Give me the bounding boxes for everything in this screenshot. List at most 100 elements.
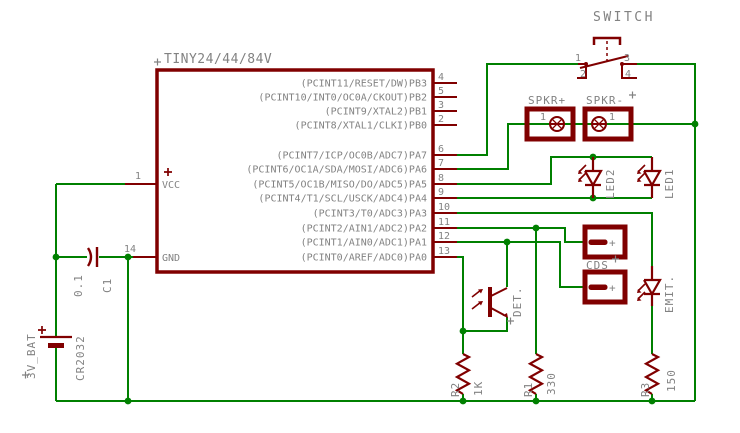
switch-pin-4: 4 — [625, 69, 631, 80]
battery-origin-cross-icon — [22, 371, 29, 379]
ic-pin-number: 3 — [438, 100, 444, 111]
emitter-led-component[interactable]: EMIT. — [637, 266, 676, 313]
capacitor-curved-plate-icon[interactable] — [86, 247, 93, 267]
ic-pin-number: 8 — [438, 173, 444, 184]
resistor-zigzag-icon[interactable] — [527, 353, 545, 395]
wire-net[interactable] — [52, 63, 699, 405]
ic-pin-number: 11 — [438, 217, 450, 228]
pad-plus-mark: + — [609, 237, 616, 250]
ic-name-origin-cross-icon — [154, 58, 161, 66]
cds-label: CDS — [586, 259, 609, 272]
ic-pin-label: (PCINT5/OC1B/MISO/DO/ADC5)PA5 — [252, 180, 427, 191]
resistor-value: 150 — [665, 369, 678, 392]
spkr-minus-label: SPKR- — [586, 94, 624, 107]
cds-body-1[interactable] — [582, 224, 628, 260]
switch-actuator-icon — [592, 36, 622, 45]
led1-label: LED1 — [663, 169, 676, 200]
ic-pin-label: (PCINT2/AIN1/ADC2)PA2 — [301, 224, 427, 235]
signal-wires[interactable] — [457, 63, 696, 401]
battery-value: CR2032 — [74, 335, 87, 381]
ic-attiny[interactable]: TINY24/44/84V VCC GND 1 14 (PCINT11/RESE… — [124, 52, 457, 274]
ic-pin-number: 1 — [135, 171, 141, 182]
led1-component[interactable]: LED1 — [637, 157, 676, 199]
capacitor-component[interactable]: 0.1 C1 — [72, 247, 114, 297]
ic-pin-number: 5 — [438, 86, 444, 97]
led-arrowhead-icon — [637, 170, 642, 182]
ic-pin-label: (PCINT3/T0/ADC3)PA3 — [313, 209, 427, 220]
switch-pin-stubs — [577, 63, 637, 79]
junction-dots — [52, 120, 699, 405]
ic-body[interactable] — [155, 68, 435, 274]
power-ground-wires[interactable] — [55, 183, 695, 402]
ic-pin-label-gnd: GND — [162, 253, 180, 264]
led-icon[interactable] — [643, 157, 662, 198]
ic-pin-numbers-right: 4 5 3 2 6 7 8 9 10 11 12 13 — [438, 72, 450, 257]
light-in-arrowhead-icon — [478, 289, 483, 306]
spkr-plus-pin: 1 — [540, 112, 546, 123]
battery-component[interactable]: 3V_BAT CR2032 — [22, 326, 87, 381]
capacitor-name: C1 — [101, 278, 114, 293]
ic-pin-number: 2 — [438, 114, 444, 125]
ic-title: TINY24/44/84V — [164, 52, 272, 67]
resistor-value: 330 — [545, 372, 558, 395]
pad-icon — [588, 284, 608, 290]
ic-pin-number: 7 — [438, 158, 444, 169]
spkr-minus-body[interactable] — [582, 106, 634, 142]
led-emission-arrows-icon — [578, 164, 587, 181]
phototransistor-emitter-icon — [490, 307, 505, 316]
switch-pin-3: 3 — [624, 53, 630, 64]
ic-pin-stubs[interactable] — [125, 82, 457, 258]
emitter-arrowhead-icon — [502, 313, 508, 318]
resistor-r1[interactable]: R1 330 — [522, 353, 558, 397]
ic-pin-number: 12 — [438, 231, 450, 242]
ic-pin-label-vcc: VCC — [162, 180, 180, 191]
led2-component[interactable]: LED2 — [578, 157, 617, 199]
spkr-plus-connector[interactable]: SPKR+ 1 — [524, 94, 576, 142]
ic-pin-number: 14 — [124, 244, 136, 255]
led-icon[interactable] — [643, 266, 662, 306]
spkr-minus-pin: 1 — [609, 112, 615, 123]
ic-pin-label: (PCINT11/RESET/DW)PB3 — [301, 79, 427, 90]
switch-lever-icon[interactable] — [579, 55, 629, 69]
resistor-r3[interactable]: R3 150 — [639, 353, 678, 397]
ic-pin-labels-right: (PCINT11/RESET/DW)PB3 (PCINT10/INT0/OC0A… — [246, 79, 427, 264]
ic-pin-label: (PCINT9/XTAL2)PB1 — [325, 107, 427, 118]
led-arrowhead-icon — [637, 289, 642, 301]
light-in-arrows-icon — [471, 289, 482, 310]
cds-connector[interactable]: + CDS + — [582, 224, 628, 305]
resistor-name: R1 — [522, 382, 535, 397]
resistor-zigzag-icon[interactable] — [454, 353, 472, 395]
resistor-zigzag-icon[interactable] — [643, 353, 661, 395]
spkr-plus-body[interactable] — [524, 106, 576, 142]
battery-name: 3V_BAT — [25, 333, 38, 379]
vcc-plus-icon — [164, 168, 172, 176]
detector-phototransistor-component[interactable]: DET. — [471, 287, 524, 325]
resistor-value: 1K — [472, 381, 485, 396]
led-icon[interactable] — [584, 157, 603, 198]
led-emission-arrows-icon — [637, 283, 646, 300]
resistor-r2[interactable]: R2 1K — [449, 353, 485, 397]
ic-pin-label: (PCINT4/T1/SCL/USCK/ADC4)PA4 — [258, 194, 427, 205]
led-arrowhead-icon — [578, 170, 583, 182]
cds-body-2[interactable] — [582, 269, 628, 305]
resistor-name: R3 — [639, 382, 652, 397]
switch-label: SWITCH — [593, 10, 655, 25]
capacitor-value: 0.1 — [72, 274, 85, 297]
ic-pin-number: 6 — [438, 144, 444, 155]
ic-pin-label: (PCINT7/ICP/OC0B/ADC7)PA7 — [276, 151, 427, 162]
pad-plus-mark: + — [609, 282, 616, 295]
ic-pin-number: 4 — [438, 72, 444, 83]
ic-pin-label: (PCINT10/INT0/OC0A/CKOUT)PB2 — [258, 93, 427, 104]
spkr-minus-connector[interactable]: SPKR- 1 — [582, 91, 636, 142]
emitter-label: EMIT. — [663, 275, 676, 313]
spkr-plus-label: SPKR+ — [528, 94, 566, 107]
ic-pin-label: (PCINT6/OC1A/SDA/MOSI/ADC6)PA6 — [246, 165, 427, 176]
resistor-name: R2 — [449, 382, 462, 397]
switch-component[interactable]: SWITCH 1 2 3 4 — [575, 10, 655, 80]
switch-pin-1: 1 — [575, 53, 581, 64]
detector-origin-cross-icon — [507, 317, 514, 325]
spkr-minus-origin-cross-icon — [629, 91, 636, 99]
ic-pin-label: (PCINT1/AIN0/ADC1)PA1 — [301, 238, 427, 249]
ic-pin-label: (PCINT8/XTAL1/CLKI)PB0 — [295, 121, 427, 132]
